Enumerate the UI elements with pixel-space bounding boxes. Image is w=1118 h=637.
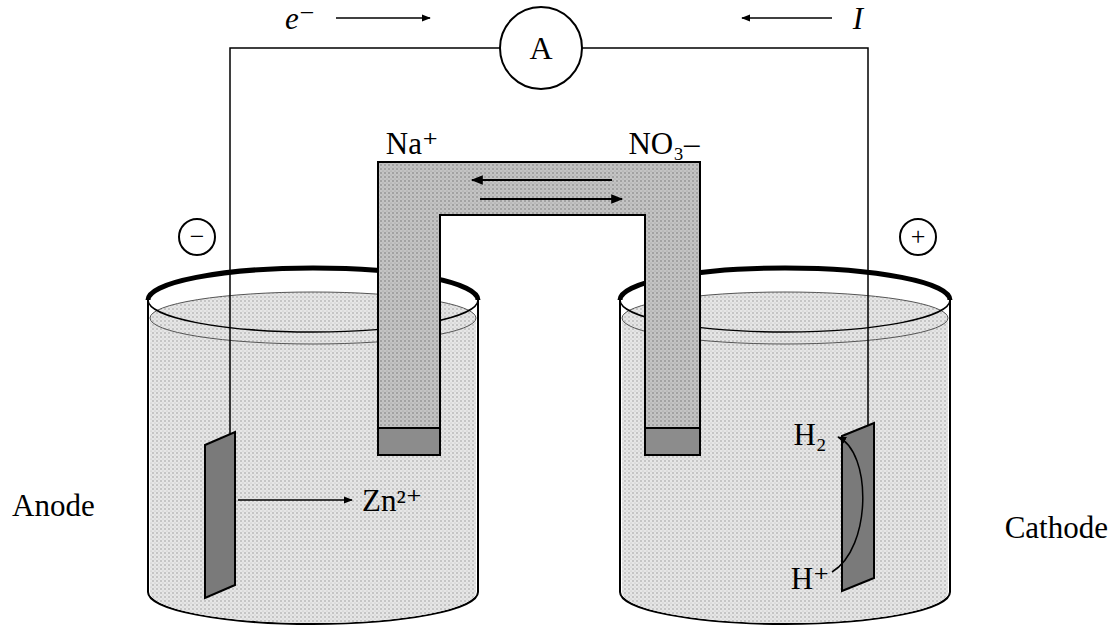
cation-label: Na⁺ — [386, 128, 439, 159]
ammeter-circle: A — [499, 6, 583, 90]
electron-flow-arrow — [336, 17, 430, 19]
salt-bridge — [378, 428, 440, 455]
salt-bridge — [378, 162, 700, 455]
negative-terminal: − — [178, 218, 216, 256]
ion-label: Zn²⁺ — [362, 485, 422, 516]
zinc-ion-arrow — [238, 499, 352, 501]
electrode-name: Anode — [12, 490, 95, 521]
node-text: − — [190, 224, 205, 250]
positive-terminal: + — [899, 218, 937, 256]
anion-label: NO₃– — [628, 128, 699, 159]
gas-label: H₂ — [793, 419, 826, 450]
node-text: + — [911, 224, 926, 250]
ion-label: H⁺ — [791, 563, 830, 594]
salt-bridge — [645, 428, 700, 455]
zinc-electrode — [205, 432, 235, 598]
salt-bridge — [472, 179, 612, 181]
external-wire — [230, 48, 868, 440]
electrode-name: Cathode — [1005, 512, 1108, 543]
cathode-electrode — [842, 423, 874, 591]
current-arrow — [742, 17, 832, 19]
node-text: A — [529, 32, 552, 64]
external-wire — [230, 48, 500, 440]
hydrogen-reaction-arrow — [832, 437, 863, 572]
salt-bridge — [480, 198, 622, 200]
salt-bridge — [378, 162, 700, 455]
current-label: I — [853, 3, 863, 34]
electron-label: e⁻ — [285, 3, 315, 34]
external-wire — [582, 48, 868, 430]
